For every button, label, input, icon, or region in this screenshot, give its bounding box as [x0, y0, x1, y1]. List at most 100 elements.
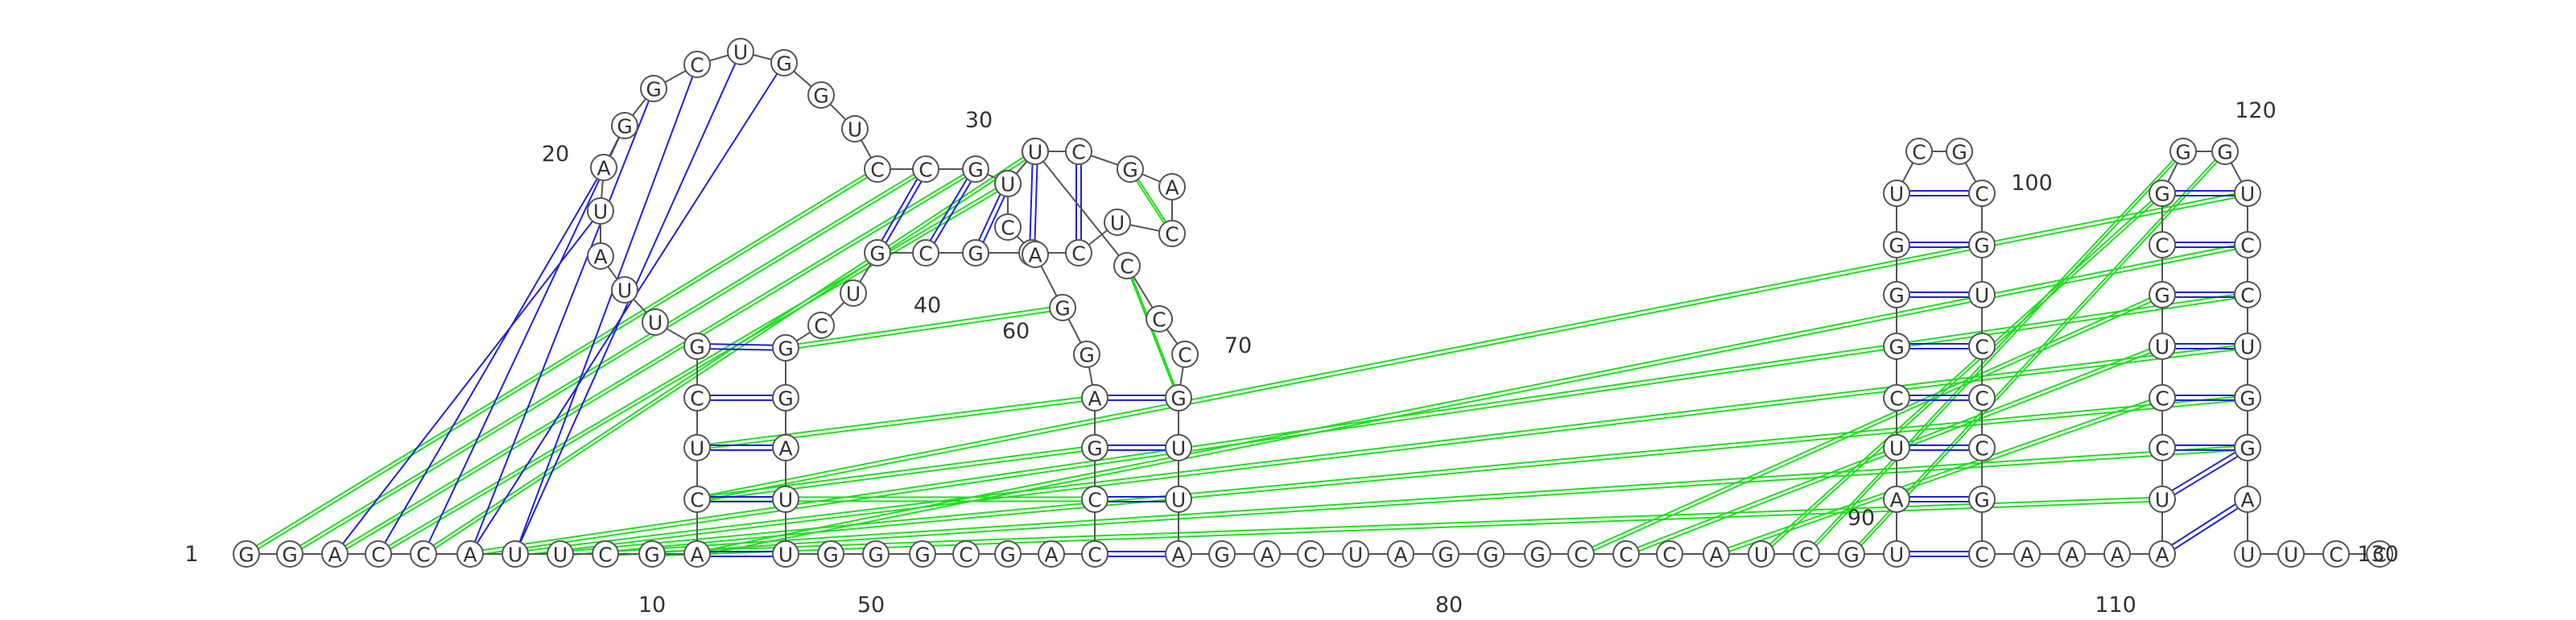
nucleotide-letter: U — [2240, 183, 2255, 206]
nucleotide-letter: C — [1574, 544, 1587, 567]
nucleotide-47: A — [772, 434, 799, 461]
tertiary-interaction-line — [1580, 291, 2163, 553]
nucleotide-letter: C — [2372, 544, 2386, 567]
nucleotide-letter: C — [1001, 217, 1014, 240]
pseudoknot-pair-line — [514, 64, 698, 555]
tertiary-interaction-line — [696, 448, 1096, 502]
nucleotide-circle — [2211, 138, 2239, 165]
position-label-40: 40 — [914, 293, 941, 318]
nucleotide-circle — [1968, 384, 1996, 411]
nucleotide-circle — [1968, 180, 1996, 207]
nucleotide-89: A — [1883, 486, 1910, 513]
nucleotide-circle — [1883, 486, 1910, 513]
nucleotide-letter: U — [593, 200, 608, 224]
nucleotide-circle — [2149, 540, 2176, 568]
nucleotide-97: G — [1946, 138, 1973, 165]
nucleotide-circle — [233, 540, 260, 568]
nucleotide-circle — [1656, 540, 1683, 568]
nucleotide-circle — [772, 540, 799, 568]
backbone — [246, 51, 2380, 555]
nucleotide-circle — [817, 540, 844, 568]
nucleotide-letter: G — [2154, 284, 2169, 308]
nucleotide-letter: G — [1530, 544, 1545, 567]
nucleotide-34: G — [1117, 155, 1144, 183]
nucleotide-circle — [807, 81, 835, 109]
tertiary-interaction-line — [334, 170, 976, 557]
nucleotide-letter: U — [1975, 284, 1989, 308]
nucleotide-letter: G — [823, 544, 838, 567]
nucleotide-92: G — [1883, 333, 1910, 360]
nucleotide-26: G — [807, 81, 835, 109]
nucleotide-90: U — [1883, 434, 1910, 461]
nucleotide-letter: G — [2154, 183, 2169, 206]
nucleotide-circle — [807, 312, 835, 339]
nucleotide-113: U — [2149, 333, 2176, 360]
position-ticks: 1 10 20 30 40 50 60 70 80 90 100 110 120… — [184, 98, 2398, 618]
nucleotide-circle — [1968, 540, 1996, 568]
base-pair-line — [923, 167, 975, 252]
nucleotide-128: U — [2277, 540, 2305, 568]
nucleotide-letter: C — [690, 54, 704, 77]
nucleotide-29: C — [912, 155, 939, 183]
nucleotide-116: G — [2149, 180, 2176, 207]
nucleotide-circle — [1883, 540, 1910, 568]
nucleotide-58: G — [1081, 434, 1108, 461]
nucleotide-circle — [2149, 180, 2176, 207]
nucleotide-93: G — [1883, 281, 1910, 308]
nucleotide-letter: C — [1912, 141, 1926, 164]
nucleotide-115: C — [2149, 231, 2176, 258]
nucleotide-20: A — [590, 154, 617, 181]
nucleotide-letter: G — [1214, 544, 1229, 567]
nucleotide-circle — [1968, 434, 1996, 461]
base-pair-line — [874, 167, 925, 253]
nucleotide-circle — [587, 242, 614, 270]
nucleotide-64: U — [994, 170, 1022, 197]
nucleotide-letter: U — [2240, 336, 2255, 359]
nucleotide-63: C — [994, 213, 1022, 241]
nucleotide-78: G — [1432, 540, 1459, 568]
nucleotide-letter: C — [690, 387, 704, 411]
nucleotide-circle — [770, 49, 798, 76]
nucleotide-letter: A — [778, 437, 792, 461]
nucleotide-letter: G — [1889, 284, 1904, 308]
nucleotide-circle — [547, 540, 574, 568]
nucleotide-letter: C — [1120, 255, 1133, 279]
nucleotide-circle — [1387, 540, 1414, 568]
nucleotide-98: C — [1968, 180, 1996, 207]
nucleotide-letter: U — [508, 544, 522, 567]
nucleotide-circle — [1968, 281, 1996, 308]
nucleotide-circle — [2234, 333, 2261, 360]
nucleotide-circle — [1905, 138, 1933, 165]
nucleotide-circle — [2149, 333, 2176, 360]
tertiary-interaction-line — [605, 448, 2248, 557]
nucleotide-67: C — [1146, 305, 1173, 333]
nucleotide-circle — [1208, 540, 1236, 568]
nucleotide-letter: A — [1088, 387, 1101, 411]
nucleotide-circle — [1968, 486, 1996, 513]
nucleotide-letter: U — [1348, 544, 1363, 567]
pseudoknot-pair-line — [469, 62, 785, 555]
nucleotide-letter: G — [689, 336, 704, 359]
nucleotide-letter: C — [959, 544, 972, 567]
nucleotide-letter: U — [1889, 437, 1904, 461]
nucleotide-11: A — [683, 540, 711, 568]
position-label-50: 50 — [857, 593, 885, 618]
nucleotide-circle — [2366, 540, 2393, 568]
nucleotide-letter: G — [1079, 344, 1094, 367]
nucleotide-circle — [1022, 138, 1049, 165]
nucleotide-122: U — [2234, 333, 2261, 360]
nucleotide-42: G — [864, 239, 891, 267]
pseudoknot-pair-line — [423, 125, 625, 555]
nucleotide-letter: G — [914, 544, 930, 567]
nucleotide-circle — [912, 239, 939, 267]
nucleotide-letter: C — [2329, 544, 2343, 567]
base-pair-line — [2163, 500, 2250, 557]
base-pair-line — [696, 347, 786, 351]
nucleotide-circle — [2103, 540, 2131, 568]
nucleotide-circle — [1165, 384, 1192, 411]
nucleotide-35: A — [1158, 173, 1186, 200]
nucleotide-letter: U — [1889, 544, 1904, 567]
nucleotide-letter: G — [1889, 234, 1904, 258]
nucleotide-letter: G — [776, 52, 791, 76]
pseudoknot-pair-line — [469, 88, 654, 555]
